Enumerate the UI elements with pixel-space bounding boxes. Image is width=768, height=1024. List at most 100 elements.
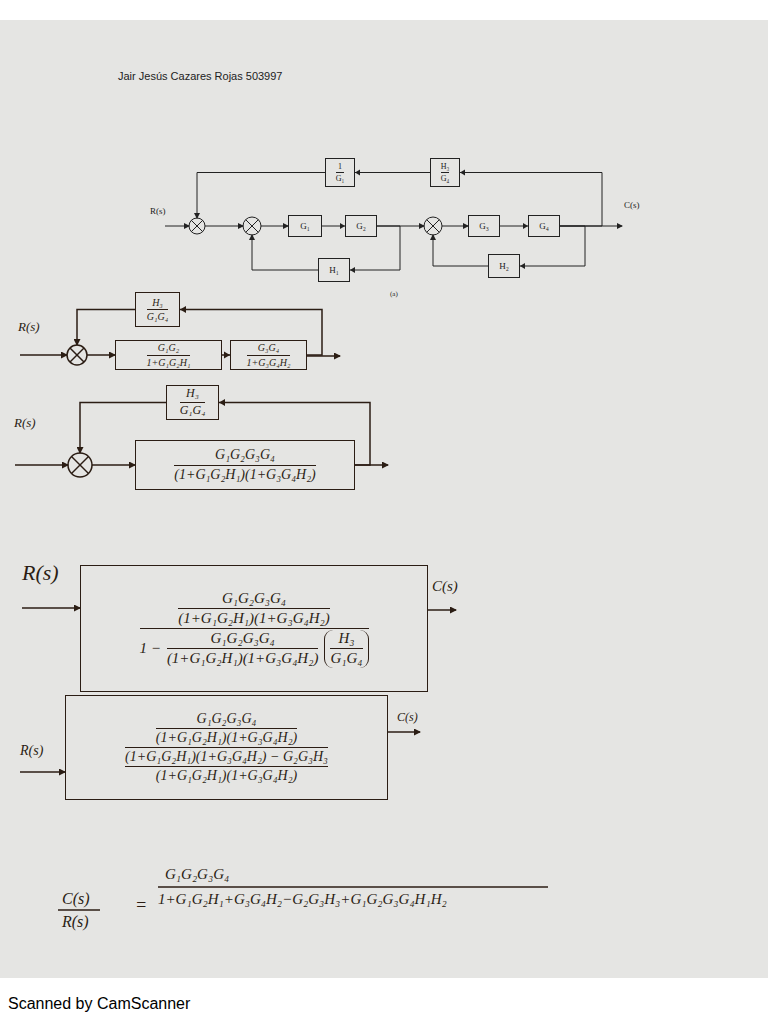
fraction: G₁G₂G₃G₄ (1+G₁G₂H₁)(1+G₃G₄H₂): [178, 590, 330, 628]
transfer-block: G₄: [528, 215, 560, 237]
fraction-bar: [140, 628, 369, 629]
text-block: G₁G₂G₃G₄: [211, 630, 275, 647]
fraction: G₁G₂G₃G₄ (1+G₁G₂H₁)(1+G₃G₄H₂) 1 − G₁G₂G₃G₄ (…: [140, 590, 369, 668]
transfer-block: H₂: [488, 254, 520, 278]
text-stack: H₁: [329, 265, 339, 275]
signal-label: =: [135, 895, 147, 916]
handwritten-wires: [15, 310, 548, 911]
text-block: G₄: [539, 221, 549, 231]
signal-connector: [180, 306, 322, 355]
text-stack: G₂: [356, 221, 366, 231]
fraction: H₃ G₁G₄: [180, 387, 206, 418]
signal-label: R(s): [14, 416, 36, 431]
signal-label: R(s): [18, 320, 40, 335]
transfer-block: H₁: [318, 258, 350, 282]
arrowhead: [520, 263, 525, 269]
arrowhead: [460, 170, 465, 176]
printed-wires: [165, 173, 622, 271]
text-block: 1+G₁G₂H₁: [147, 357, 191, 369]
scanner-caption: Scanned by CamScanner: [8, 995, 190, 1013]
text-block: G₂: [356, 221, 366, 231]
reduced-block: G₁G₂G₃G₄(1+G₁G₂H₁)(1+G₃G₄H₂)(1+G₁G₂H₁)(1…: [65, 695, 388, 800]
signal-label: C(s): [624, 200, 640, 210]
transfer-block: H₃G₄: [430, 158, 460, 187]
text-block: G₃: [479, 221, 489, 231]
connector-line: [350, 226, 400, 270]
signal-connector: [355, 170, 430, 176]
text-block: H₂: [499, 261, 509, 271]
text-block: (1+G₁G₂H₁)(1+G₃G₄H₂): [167, 650, 319, 667]
fraction-bar: [125, 766, 328, 767]
fraction-bar: [147, 309, 168, 310]
signal-label: R(s): [150, 206, 166, 216]
signal-connector: [460, 170, 602, 227]
signal-connector: [322, 223, 345, 229]
denominator-row: 1 − G₁G₂G₃G₄ (1+G₁G₂H₁)(1+G₃G₄H₂) H₃ G₁G₄: [140, 630, 369, 668]
fraction-bar: [147, 355, 191, 356]
signal-label: G₁G₂G₃G₄: [165, 866, 229, 883]
text-block: (1+G₁G₂H₁)(1+G₃G₄H₂): [174, 467, 315, 483]
text-block: 1 −: [140, 640, 161, 657]
transfer-block: G₃: [468, 215, 500, 237]
fraction: G₁G₂G₃G₄(1+G₁G₂H₁)(1+G₃G₄H₂)(1+G₁G₂H₁)(1…: [125, 711, 328, 784]
reduced-block: H₃ G₁G₄: [166, 385, 219, 420]
text-block: H₃: [338, 630, 354, 647]
signal-label: 1+G₁G₂H₁+G₃G₄H₂−G₂G₃H₃+G₁G₂G₃G₄H₁H₂: [158, 891, 447, 908]
fraction-bar: [167, 648, 319, 649]
connector-line: [520, 226, 585, 266]
fraction-bar: [125, 747, 328, 748]
signal-connector: [222, 351, 230, 358]
signal-connector: [350, 226, 400, 273]
text-block: G₁G₄: [180, 404, 206, 418]
signal-label: (a): [390, 290, 398, 298]
connector-line: [355, 172, 430, 173]
text-stack: G₁: [300, 221, 310, 231]
text-block: G₁: [300, 221, 310, 231]
fraction-bar: [441, 172, 450, 173]
signal-label: R(s): [22, 560, 59, 585]
fraction: H₃G₄: [441, 162, 450, 183]
arrowhead: [350, 267, 355, 273]
author-heading: Jair Jesús Cazares Rojas 503997: [118, 70, 282, 83]
reduced-block: H₃G₁G₄: [135, 292, 180, 327]
text-block: G₃G₄: [258, 342, 279, 354]
signal-label: C(s): [397, 711, 418, 725]
text-block: H₃: [152, 297, 163, 309]
fraction-bar: [247, 355, 291, 356]
signal-connector: [520, 226, 585, 269]
fraction: G₃G₄ 1+G₃G₄H₂: [247, 342, 291, 368]
text-block: (1+G₁G₂H₁)(1+G₃G₄H₂): [178, 610, 330, 627]
connector-line: [180, 310, 322, 356]
text-stack: G₃: [479, 221, 489, 231]
text-block: (1+G₁G₂H₁)(1+G₃G₄H₂): [156, 730, 297, 746]
fraction: (1+G₁G₂H₁)(1+G₃G₄H₂) − G₂G₃H₃(1+G₁G₂H₁)(…: [125, 749, 328, 784]
text-block: H₃: [441, 162, 450, 171]
reduced-block: G₃G₄ 1+G₃G₄H₂: [230, 340, 307, 370]
text-block: G₁G₂: [158, 342, 179, 354]
parenthesis: H₃ G₁G₄: [324, 630, 368, 668]
transfer-block: G₁: [288, 215, 322, 237]
fraction-bar: [336, 172, 345, 173]
fraction: G₁G₂G₃G₄(1+G₁G₂H₁)(1+G₃G₄H₂): [156, 711, 297, 746]
reduced-block: G₁G₂G₃G₄ (1+G₁G₂H₁)(1+G₃G₄H₂) 1 − G₁G₂G₃G₄ (…: [80, 565, 428, 692]
text-block: (1+G₁G₂H₁)(1+G₃G₄H₂): [156, 768, 297, 784]
transfer-block: 1G₁: [325, 158, 355, 187]
text-block: H₃: [186, 387, 199, 401]
text-stack: G₄: [539, 221, 549, 231]
fraction: G₁G₂G₃G₄ (1+G₁G₂H₁)(1+G₃G₄H₂): [174, 447, 315, 482]
fraction-bar: [178, 608, 330, 609]
text-block: G₁G₂G₃G₄: [222, 590, 286, 607]
signal-label: R(s): [62, 913, 89, 931]
text-block: 1+G₃G₄H₂: [247, 357, 291, 369]
signal-label: R(s): [20, 743, 43, 759]
fraction: G₁G₂G₃G₄ (1+G₁G₂H₁)(1+G₃G₄H₂): [167, 630, 319, 668]
text-block: G₁G₄: [330, 650, 362, 667]
connector-line: [460, 173, 602, 227]
text-block: G₁G₂G₃G₄: [215, 447, 275, 463]
fraction: H₃ G₁G₄: [330, 630, 362, 668]
fraction-bar: [180, 402, 206, 403]
fraction: H₃G₁G₄: [147, 297, 168, 323]
arrowhead: [219, 399, 225, 406]
text-stack: H₂: [499, 261, 509, 271]
